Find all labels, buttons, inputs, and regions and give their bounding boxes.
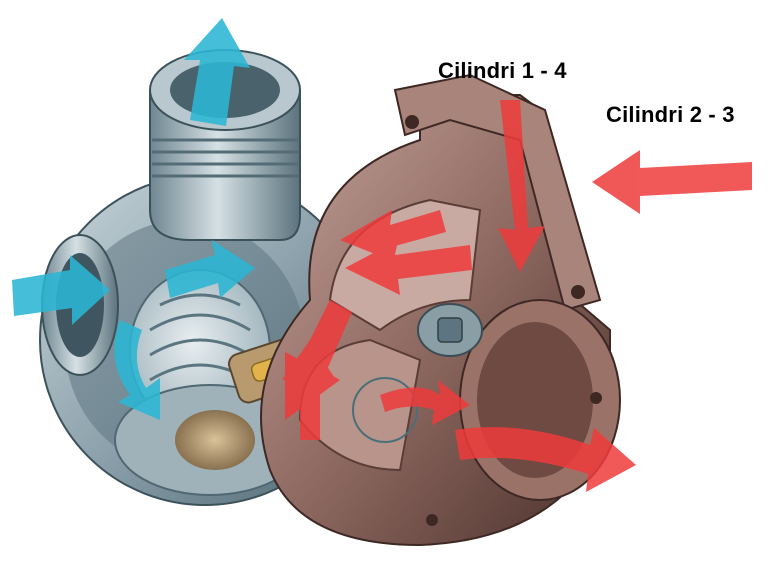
exhaust-arrow-cyl-14 — [498, 100, 545, 272]
intake-air-arrow-swirl — [114, 320, 160, 420]
exhaust-arrow-down — [282, 340, 336, 440]
compressor-housing — [39, 174, 371, 506]
exhaust-gas-arrows — [282, 100, 752, 492]
label-cylinders-2-3: Cilindri 2 - 3 — [606, 102, 735, 127]
exhaust-arrow-passage-2 — [340, 210, 446, 262]
exhaust-arrow-wheel — [380, 380, 470, 425]
intake-air-arrow-left — [12, 255, 110, 325]
label-cylinders-1-4: Cilindri 1 - 4 — [438, 58, 567, 83]
intake-air-arrow-up — [184, 18, 250, 126]
compressor-outlet-pipe — [149, 49, 301, 241]
exhaust-arrow-outlet — [455, 427, 636, 492]
turbine-housing — [260, 73, 621, 547]
intake-air-arrows — [12, 18, 255, 420]
exhaust-arrow-cyl-23 — [592, 150, 752, 214]
intake-air-arrow-inner — [165, 240, 255, 298]
